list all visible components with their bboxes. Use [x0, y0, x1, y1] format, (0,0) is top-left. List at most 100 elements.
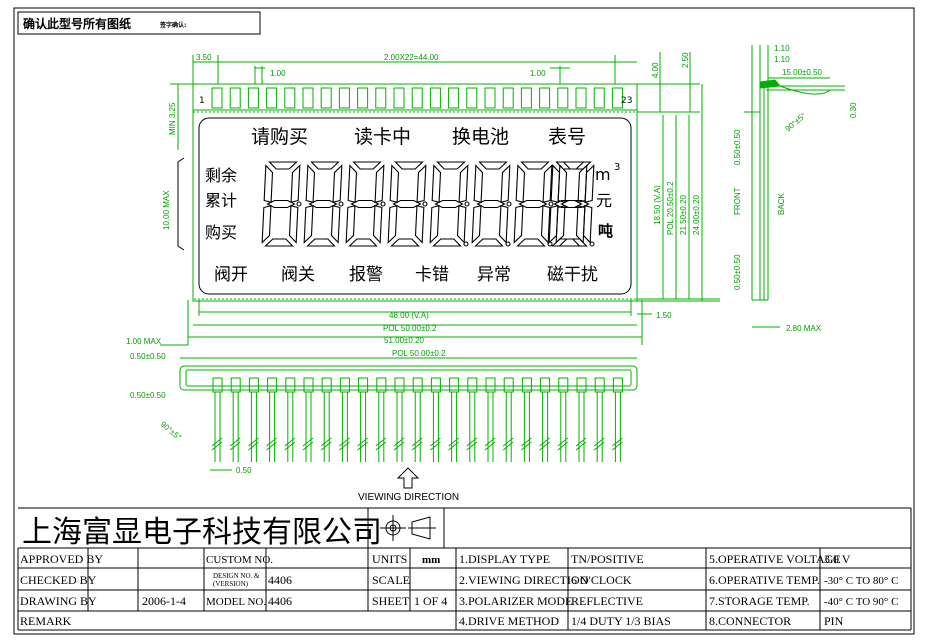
unit-cubic-meter: m [595, 165, 611, 184]
pin-leg-break [229, 437, 241, 447]
pin-tooth [211, 87, 223, 109]
pin-leg-break [266, 437, 277, 447]
label-abnormal: 异常 [477, 265, 511, 285]
pin-leg-head [412, 377, 423, 393]
label-magnetic: 磁干扰 [547, 265, 598, 285]
digit-segment [473, 164, 484, 203]
dim-side-t1: 1.10 [774, 44, 790, 53]
sheet-label: SHEET [372, 594, 410, 608]
viewing-area [198, 117, 632, 295]
pin-leg-head [594, 377, 605, 393]
pin-view-glass [179, 365, 638, 391]
pin-teeth [211, 87, 623, 109]
spec-voltage-value: 3.0 V [824, 552, 851, 566]
design-no-label: DESIGN NO. & [213, 572, 260, 580]
pin-leg-break [411, 437, 423, 447]
pin-leg-break [557, 441, 569, 451]
digit-segment [308, 199, 338, 209]
digit-segment [268, 161, 298, 170]
pin-leg-head [503, 377, 514, 393]
pin-leg-break [302, 441, 314, 451]
pin-leg-break [284, 441, 296, 451]
dim-glass-width: 51.00±0.20 [384, 336, 425, 345]
custom-no-label: CUSTOM NO. [206, 554, 273, 566]
pin-tooth [520, 87, 532, 109]
pin-leg-break [502, 441, 514, 451]
digit-segment [305, 164, 316, 203]
dim-pin-angle: 90°±5° [159, 420, 183, 442]
pin-leg-break [593, 437, 605, 447]
digit-segment [390, 238, 420, 247]
digit-segment [347, 164, 358, 203]
spec-voltage-label: 5.OPERATIVE VOLTAGE [709, 552, 841, 566]
pin-tooth [611, 87, 623, 109]
digit-segment [374, 164, 385, 203]
dim-va-height: 10.00 MAX [162, 190, 171, 230]
digit-segment [392, 199, 422, 209]
dim-min-height: MIN 3.25 [168, 102, 177, 135]
pin-leg-head [467, 377, 478, 393]
dim-front-gap: 0.50±0.50 [733, 129, 742, 165]
pin-tooth [393, 87, 405, 109]
pin-leg-break [375, 441, 387, 451]
label-valve-close: 阀关 [281, 265, 315, 285]
digit-decimal-point [505, 241, 511, 247]
digit-segment [431, 164, 442, 203]
digit [548, 161, 588, 247]
pin-leg-head [339, 377, 350, 393]
viewing-direction-arrow-icon [396, 467, 420, 489]
pin-leg-break [266, 441, 277, 451]
dim-right-top-1: 4.00 [651, 62, 660, 78]
design-no-value: 4406 [268, 573, 292, 587]
pin-leg-head [576, 377, 587, 393]
digit [513, 161, 553, 247]
dim-side-pol: POL 20.50±0.2 [666, 181, 675, 235]
dim-pitch-right: 1.00 [530, 69, 546, 78]
digit-segment [264, 238, 294, 247]
polarizer-outline [192, 111, 638, 300]
spec-connector-value: PIN [824, 614, 844, 628]
label-card-error: 卡错 [415, 265, 449, 285]
pin-leg-break [211, 441, 223, 451]
pin-tooth [266, 87, 278, 109]
confirm-box [17, 11, 261, 35]
digit [387, 161, 427, 247]
digit-segment [540, 205, 551, 244]
pin-tooth [357, 87, 369, 109]
pin-tooth [338, 87, 350, 109]
pin-leg-break [430, 437, 441, 447]
pin-tooth [539, 87, 551, 109]
units-value: mm [422, 554, 440, 566]
pin-leg-head [430, 377, 441, 393]
dim-side-angle: 90°±5° [784, 111, 808, 133]
spec-drive-method-label: 4.DRIVE METHOD [459, 614, 559, 628]
digit [261, 161, 301, 247]
dim-pin-max: 1.00 MAX [126, 337, 162, 346]
pin-leg-head [376, 377, 387, 393]
pin-leg-break [302, 437, 314, 447]
spec-op-temp-value: -30° C TO 80° C [824, 575, 898, 587]
drawing-by-label: DRAWING BY [20, 594, 97, 608]
pin-leg-break [248, 441, 259, 451]
pin-leg-break [448, 441, 459, 451]
digit-colon [506, 201, 512, 207]
pin-leg-break [393, 441, 405, 451]
pin-last-label: 23 [621, 96, 632, 106]
pin-tooth [448, 87, 460, 109]
spec-drive-method-value: 1/4 DUTY 1/3 BIAS [571, 614, 671, 628]
pin-leg-break [284, 437, 296, 447]
front-view: 1 23 请购买 读卡中 换电池 表号 剩余 累计 购买 m 3 元 吨 阀开 … [177, 83, 638, 302]
pin-leg-head [612, 377, 623, 393]
dim-right-margin: 1.50 [656, 311, 672, 320]
spec-polarizer-label: 3.POLARIZER MODE [459, 594, 572, 608]
digit-segment [575, 205, 586, 244]
digit-segment [434, 199, 464, 209]
digit-segment [332, 164, 343, 203]
drawing-date: 2006-1-4 [142, 594, 186, 608]
dim-va-width: 48.00 (V.A) [389, 311, 429, 320]
digit [555, 161, 595, 247]
digit-segment [518, 199, 548, 209]
pin-leg-head [558, 377, 569, 393]
label-change-battery: 换电池 [452, 126, 509, 148]
digit [429, 161, 469, 247]
